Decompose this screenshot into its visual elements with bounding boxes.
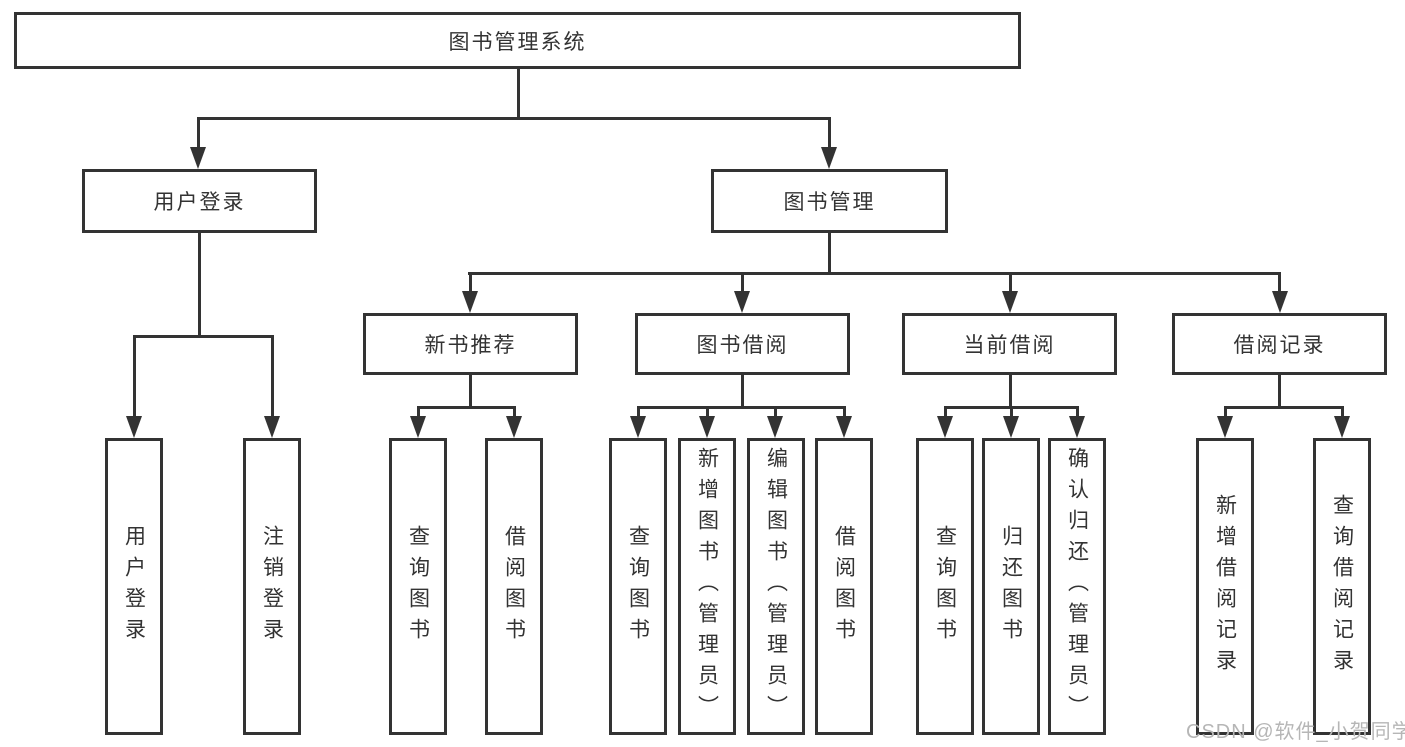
arrow-down-icon (699, 416, 715, 438)
connector-line (944, 406, 947, 418)
connector-line (517, 69, 520, 120)
node-label: 查询图书 (626, 524, 650, 649)
connector-line (741, 272, 744, 293)
connector-line (1224, 406, 1343, 409)
connector-line (198, 233, 201, 337)
arrow-down-icon (1069, 416, 1085, 438)
connector-line (469, 272, 472, 293)
node-label: 借阅图书 (502, 524, 526, 649)
arrow-down-icon (126, 416, 142, 438)
connector-line (1278, 375, 1281, 408)
connector-line (417, 406, 420, 418)
connector-line (197, 117, 831, 120)
arrow-down-icon (190, 147, 206, 169)
node-label: 查询借阅记录 (1330, 493, 1354, 680)
node-book-borrow: 图书借阅 (635, 313, 850, 375)
node-new-book-recommend: 新书推荐 (363, 313, 578, 375)
connector-line (741, 375, 744, 408)
node-user-login: 用户登录 (82, 169, 317, 233)
arrow-down-icon (767, 416, 783, 438)
node-leaf-edit-books-admin: 编辑图书（管理员） (747, 438, 805, 735)
arrow-down-icon (1217, 416, 1233, 438)
node-label: 用户登录 (153, 191, 246, 214)
node-root-label: 图书管理系统 (448, 30, 587, 54)
connector-line (271, 335, 274, 418)
connector-line (1341, 406, 1344, 418)
connector-line (1009, 272, 1012, 293)
connector-line (828, 117, 831, 149)
node-leaf-query-books-recommend: 查询图书 (389, 438, 447, 735)
node-label: 新增借阅记录 (1213, 493, 1237, 680)
node-leaf-user-login: 用户登录 (105, 438, 163, 735)
watermark: CSDN @软件_小贺同学 (1186, 721, 1405, 743)
node-label: 借阅图书 (832, 524, 856, 649)
node-label: 确认归还（管理员） (1065, 447, 1089, 726)
node-label: 注销登录 (260, 524, 284, 649)
arrow-down-icon (734, 291, 750, 313)
connector-line (843, 406, 846, 418)
arrow-down-icon (410, 416, 426, 438)
node-label: 查询图书 (933, 524, 957, 649)
node-label: 编辑图书（管理员） (764, 447, 788, 726)
node-leaf-logout: 注销登录 (243, 438, 301, 735)
connector-line (197, 117, 200, 149)
connector-line (637, 406, 846, 409)
node-label: 当前借阅 (963, 334, 1056, 357)
connector-line (706, 406, 709, 418)
node-current-borrow: 当前借阅 (902, 313, 1117, 375)
connector-line (1009, 375, 1012, 408)
connector-line (469, 375, 472, 408)
node-leaf-add-books-admin: 新增图书（管理员） (678, 438, 736, 735)
node-label: 新增图书（管理员） (695, 447, 719, 726)
node-leaf-query-books-borrow: 查询图书 (609, 438, 667, 735)
node-label: 查询图书 (406, 524, 430, 649)
connector-line (1076, 406, 1079, 418)
connector-line (1010, 406, 1013, 418)
node-label: 图书借阅 (696, 334, 789, 357)
arrow-down-icon (1002, 291, 1018, 313)
connector-line (133, 335, 274, 338)
connector-line (1278, 272, 1281, 293)
connector-line (828, 233, 831, 274)
connector-line (417, 406, 516, 409)
node-leaf-return-books: 归还图书 (982, 438, 1040, 735)
node-leaf-query-books-current: 查询图书 (916, 438, 974, 735)
node-leaf-borrow-books: 借阅图书 (815, 438, 873, 735)
arrow-down-icon (836, 416, 852, 438)
node-root: 图书管理系统 (14, 12, 1021, 69)
node-leaf-add-borrow-record: 新增借阅记录 (1196, 438, 1254, 735)
node-leaf-query-borrow-record: 查询借阅记录 (1313, 438, 1371, 735)
arrow-down-icon (1003, 416, 1019, 438)
arrow-down-icon (630, 416, 646, 438)
node-label: 新书推荐 (424, 334, 517, 357)
arrow-down-icon (462, 291, 478, 313)
node-leaf-borrow-books-recommend: 借阅图书 (485, 438, 543, 735)
node-label: 归还图书 (999, 524, 1023, 649)
node-label: 借阅记录 (1233, 334, 1326, 357)
arrow-down-icon (1272, 291, 1288, 313)
connector-line (133, 335, 136, 418)
node-borrow-records: 借阅记录 (1172, 313, 1387, 375)
connector-line (637, 406, 640, 418)
arrow-down-icon (821, 147, 837, 169)
node-label: 图书管理 (783, 191, 876, 214)
connector-line (468, 272, 1281, 275)
connector-line (1224, 406, 1227, 418)
arrow-down-icon (506, 416, 522, 438)
node-label: 用户登录 (122, 524, 146, 649)
connector-line (513, 406, 516, 418)
arrow-down-icon (937, 416, 953, 438)
node-leaf-confirm-return-admin: 确认归还（管理员） (1048, 438, 1106, 735)
connector-line (774, 406, 777, 418)
arrow-down-icon (1334, 416, 1350, 438)
arrow-down-icon (264, 416, 280, 438)
node-book-management: 图书管理 (711, 169, 948, 233)
